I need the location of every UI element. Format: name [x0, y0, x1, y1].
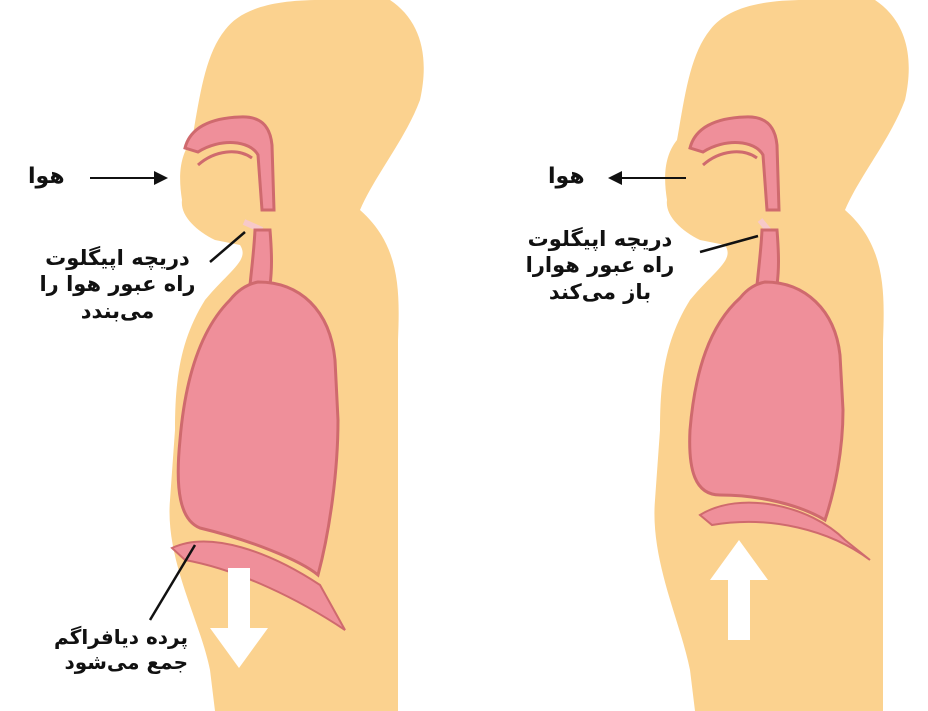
right-figure: [608, 0, 909, 711]
left-epiglottis-line-3: می‌بندد: [25, 298, 210, 324]
right-air-label: هوا: [548, 163, 585, 191]
right-epiglottis-line-2: راه عبور هوارا: [505, 252, 695, 278]
left-diaphragm-line-1: پرده دیافراگم: [8, 625, 188, 650]
left-figure: [90, 0, 424, 711]
left-diaphragm-label: پرده دیافراگم جمع می‌شود: [8, 625, 188, 675]
left-air-arrowhead: [154, 171, 168, 185]
left-trachea: [250, 230, 272, 285]
right-air-arrowhead: [608, 171, 622, 185]
left-epiglottis-line-1: دریچه اپیگلوت: [25, 245, 210, 271]
right-epiglottis-line-1: دریچه اپیگلوت: [505, 226, 695, 252]
left-diaphragm-line-2: جمع می‌شود: [8, 650, 188, 675]
left-epiglottis-label: دریچه اپیگلوت راه عبور هوا را می‌بندد: [25, 245, 210, 324]
left-air-label: هوا: [28, 163, 65, 191]
right-trachea: [757, 230, 779, 285]
right-epiglottis-line-3: باز می‌کند: [505, 279, 695, 305]
right-epiglottis-label: دریچه اپیگلوت راه عبور هوارا باز می‌کند: [505, 226, 695, 305]
left-epiglottis-line-2: راه عبور هوا را: [25, 271, 210, 297]
